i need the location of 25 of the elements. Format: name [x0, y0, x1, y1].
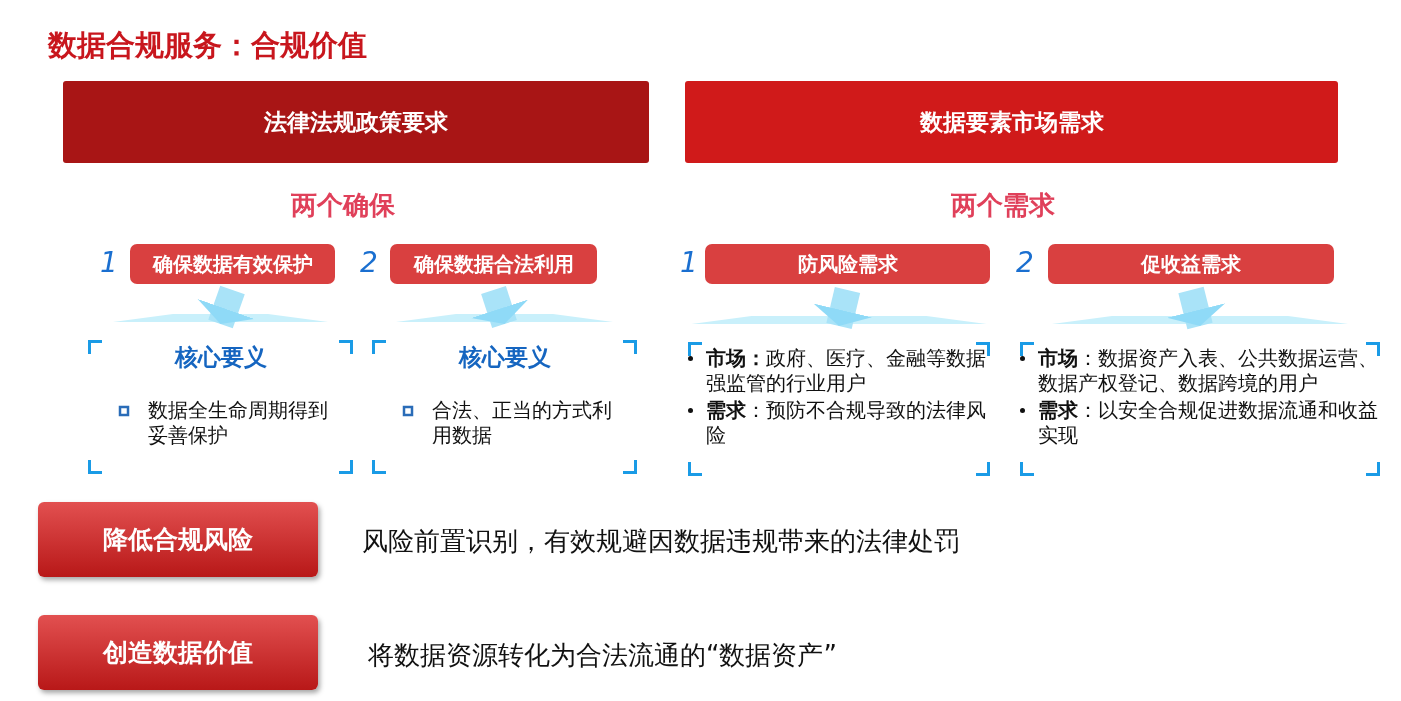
title-pill: 防风险需求 — [705, 244, 990, 284]
step-number: 1 — [100, 246, 118, 279]
step-number: 2 — [1016, 246, 1034, 279]
step-number: 1 — [680, 246, 698, 279]
description-text: 风险前置识别，有效规避因数据违规带来的法律处罚 — [362, 525, 960, 558]
description-text: 将数据资源转化为合法流通的“数据资产” — [368, 639, 837, 672]
section-heading: 核心要义 — [173, 343, 268, 372]
value-button: 创造数据价值 — [38, 615, 318, 690]
title-pill: 确保数据有效保护 — [130, 244, 335, 284]
title-pill: 促收益需求 — [1048, 244, 1334, 284]
slide-title: 数据合规服务：合规价值 — [48, 27, 367, 64]
bullet-text: 市场：数据资产入表、公共数据运营、数据产权登记、数据跨境的用户 — [1038, 346, 1379, 396]
section-label: 两个确保 — [290, 189, 396, 222]
bullet-text: 合法、正当的方式利用数据 — [432, 398, 613, 448]
step-number: 2 — [360, 246, 378, 279]
section-label: 两个需求 — [950, 189, 1056, 222]
bullet-text: 市场：政府、医疗、金融等数据强监管的行业用户 — [706, 346, 987, 396]
bullet-text: 数据全生命周期得到妥善保护 — [148, 398, 329, 448]
title-pill: 确保数据合法利用 — [390, 244, 597, 284]
header-bar: 法律法规政策要求 — [63, 81, 649, 163]
header-bar: 数据要素市场需求 — [685, 81, 1338, 163]
value-button: 降低合规风险 — [38, 502, 318, 577]
section-heading: 核心要义 — [457, 343, 552, 372]
bullet-text: 需求：以安全合规促进数据流通和收益实现 — [1038, 398, 1379, 448]
bullet-text: 需求：预防不合规导致的法律风险 — [706, 398, 987, 448]
